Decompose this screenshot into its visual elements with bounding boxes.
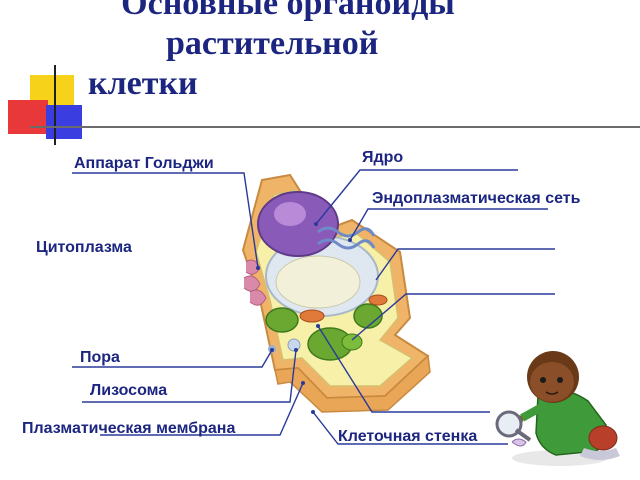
title-line-3: клетки	[88, 65, 198, 102]
cytoplasm-line	[375, 248, 555, 281]
membrane-leader	[100, 382, 304, 436]
plant-cell-illustration	[241, 173, 431, 413]
page-title: Основные органоиды растительной клетки	[88, 0, 488, 104]
lysosome-leader	[82, 349, 297, 403]
nucleus-leader	[315, 169, 518, 225]
pore-leader	[72, 349, 273, 368]
label-er: Эндоплазматическая сеть	[372, 190, 581, 207]
leader-dots	[256, 222, 352, 414]
right-lower-leader	[317, 325, 490, 413]
label-plasma-membrane: Плазматическая мембрана	[22, 420, 236, 437]
label-pore: Пора	[80, 349, 120, 366]
label-cell-wall: Клеточная стенка	[338, 428, 478, 445]
label-golgi: Аппарат Гольджи	[74, 155, 214, 172]
leader-lines	[72, 169, 555, 445]
cell-wall-leader	[312, 411, 508, 445]
title-line-2: растительной	[166, 25, 379, 62]
label-lysosome: Лизосома	[90, 382, 168, 399]
title-line-1: Основные органоиды	[121, 0, 455, 22]
boy-with-magnifier-illustration	[495, 351, 620, 466]
golgi-leader	[72, 172, 259, 269]
label-nucleus: Ядро	[362, 149, 404, 166]
vacuole-line	[351, 293, 555, 341]
label-cytoplasm: Цитоплазма	[36, 239, 132, 256]
er-leader	[349, 208, 548, 241]
decorative-squares-logo	[8, 65, 640, 145]
